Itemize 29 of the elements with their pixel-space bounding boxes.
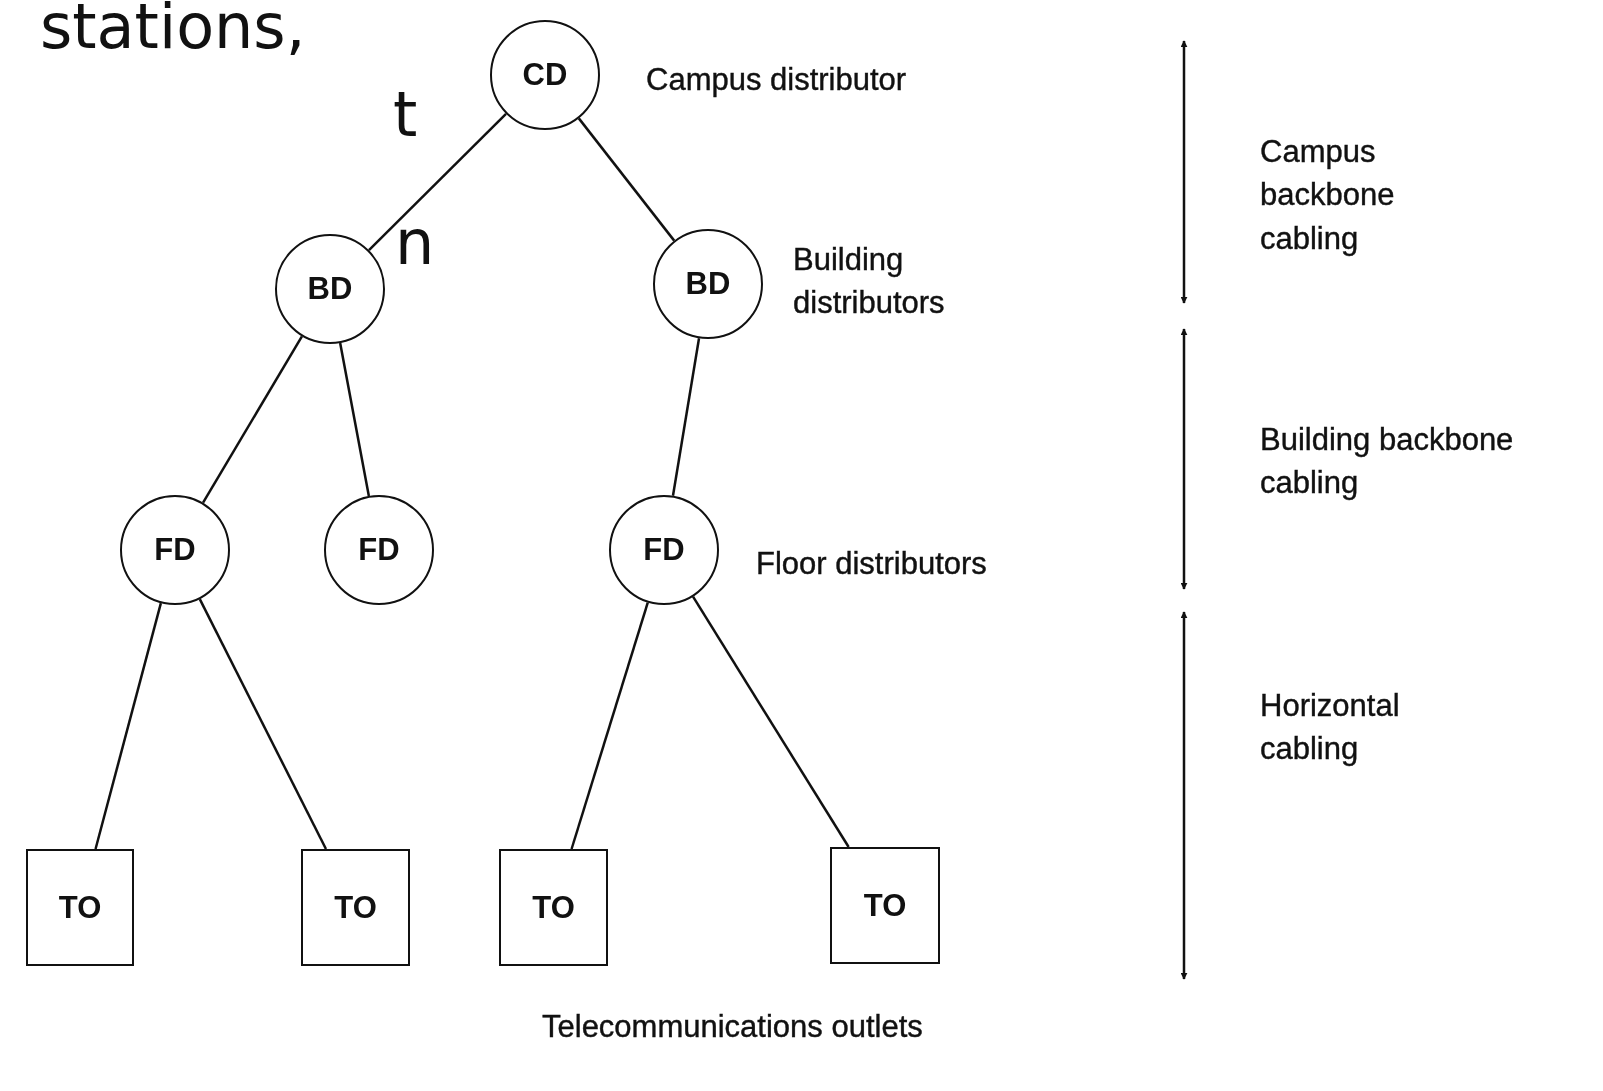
outlet-box: TO [26,849,134,966]
outlet-box: TO [301,849,410,966]
annotation-label: Floor distributors [756,545,987,583]
connector-line [577,117,676,242]
distributor-circle: BD [653,229,763,339]
text-fragment: t [393,84,418,146]
connector-line [368,112,507,252]
annotation-label: Telecommunications outlets [542,1008,924,1046]
text-fragment: stations, [40,0,306,58]
connector-line [691,596,850,848]
annotation-label: Campus distributor [646,61,907,99]
outlet-box: TO [499,849,608,966]
annotation-label: Building distributors [793,241,946,323]
distributor-circle: FD [324,495,434,605]
distributor-circle: FD [120,495,230,605]
connector-line [338,342,371,497]
distributor-circle: CD [490,20,600,130]
connector-line [570,602,649,850]
connector-line [202,335,303,504]
annotation-label: Campus backbone cabling [1260,133,1396,258]
text-fragment: n [395,212,435,274]
annotation-label: Horizontal cabling [1260,687,1401,769]
annotation-label: Building backbone cabling [1260,421,1515,503]
connector-line [198,598,328,850]
distributor-circle: BD [275,234,385,344]
connector-line [94,602,163,850]
outlet-box: TO [830,847,940,964]
connector-line [671,338,701,496]
distributor-circle: FD [609,495,719,605]
